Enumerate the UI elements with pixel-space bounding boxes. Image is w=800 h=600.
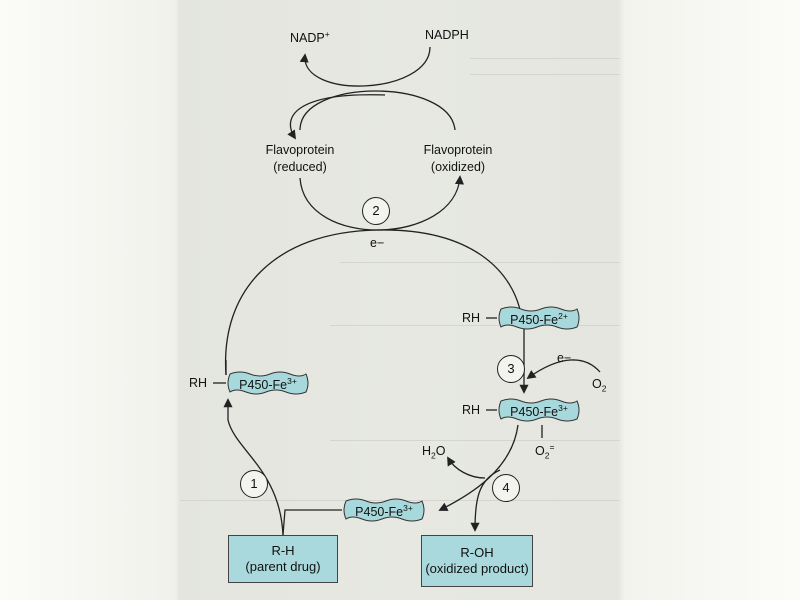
p450-fe3-charge: 3+ — [287, 375, 297, 386]
background-rule — [330, 440, 620, 441]
p450-fe2-complex: P450-Fe2+ — [497, 305, 581, 331]
p450-fe2-base: P450-Fe — [510, 313, 559, 328]
product-arrow — [470, 469, 501, 532]
p450-fe2-charge: 2+ — [558, 310, 568, 321]
heme-shape — [498, 398, 580, 422]
p450-fe3-base: P450-Fe — [239, 378, 288, 393]
flavoprotein-reduced-label: Flavoprotein (reduced) — [255, 143, 345, 174]
flavoprotein-reduced-name: Flavoprotein — [265, 143, 335, 157]
step-2-marker: 2 — [362, 197, 390, 225]
p450-fe3-base: P450-Fe — [510, 405, 559, 420]
heme-shape — [343, 498, 425, 522]
flavoprotein-oxidized-label: Flavoprotein (oxidized) — [412, 143, 504, 174]
parent-drug-caption: (parent drug) — [245, 559, 321, 574]
water-arrow — [447, 456, 486, 479]
p450-fe3-free-enzyme: P450-Fe3+ — [342, 497, 426, 523]
flavoprotein-oxidized-name: Flavoprotein — [423, 143, 493, 157]
step-3-marker: 3 — [497, 355, 525, 383]
p450-fe3-base: P450-Fe — [355, 505, 404, 520]
oxidized-product-caption: (oxidized product) — [425, 561, 529, 576]
background-rule — [340, 262, 620, 263]
heme-shape — [498, 306, 580, 330]
background-rule — [470, 74, 620, 75]
p450-fe3-substrate-complex: P450-Fe3+ — [226, 370, 310, 396]
substrate-label: RH — [462, 403, 481, 417]
substrate-label: RH — [189, 376, 208, 390]
p450-fe3-peroxy-complex: P450-Fe3+ — [497, 397, 581, 423]
step-4-marker: 4 — [492, 474, 520, 502]
heme-shape — [227, 371, 309, 395]
water-label: H2O — [422, 444, 446, 461]
oxidized-product-box: R-OH (oxidized product) — [421, 535, 533, 587]
step1-arrow — [223, 398, 284, 536]
electron-label-step3: e− — [557, 351, 572, 365]
electron-label-top: e− — [370, 236, 385, 250]
flavoprotein-reduced-state: (reduced) — [273, 160, 327, 174]
background-rule — [470, 58, 620, 59]
parent-drug-box: R-H (parent drug) — [228, 535, 338, 583]
peroxide-label: O2= — [535, 442, 555, 461]
step-1-marker: 1 — [240, 470, 268, 498]
nadp-label: NADP+ — [290, 29, 330, 46]
flavo-reduced-arrow — [287, 94, 386, 140]
nadph-label: NADPH — [425, 28, 469, 42]
flavo-upper-arc — [299, 90, 456, 131]
main-cycle-arc — [224, 229, 523, 376]
background-rule — [330, 325, 620, 326]
p450-fe3-charge: 3+ — [403, 502, 413, 513]
parent-drug-formula: R-H — [271, 543, 295, 558]
nadp-arc — [299, 46, 431, 87]
electron-in-arrow — [526, 359, 601, 380]
oxidized-product-formula: R-OH — [460, 545, 494, 560]
substrate-label: RH — [462, 311, 481, 325]
oxygen-label: O2 — [592, 377, 607, 394]
p450-fe3-charge: 3+ — [558, 402, 568, 413]
flavoprotein-oxidized-state: (oxidized) — [430, 160, 486, 174]
free-enzyme-connector — [282, 509, 342, 536]
